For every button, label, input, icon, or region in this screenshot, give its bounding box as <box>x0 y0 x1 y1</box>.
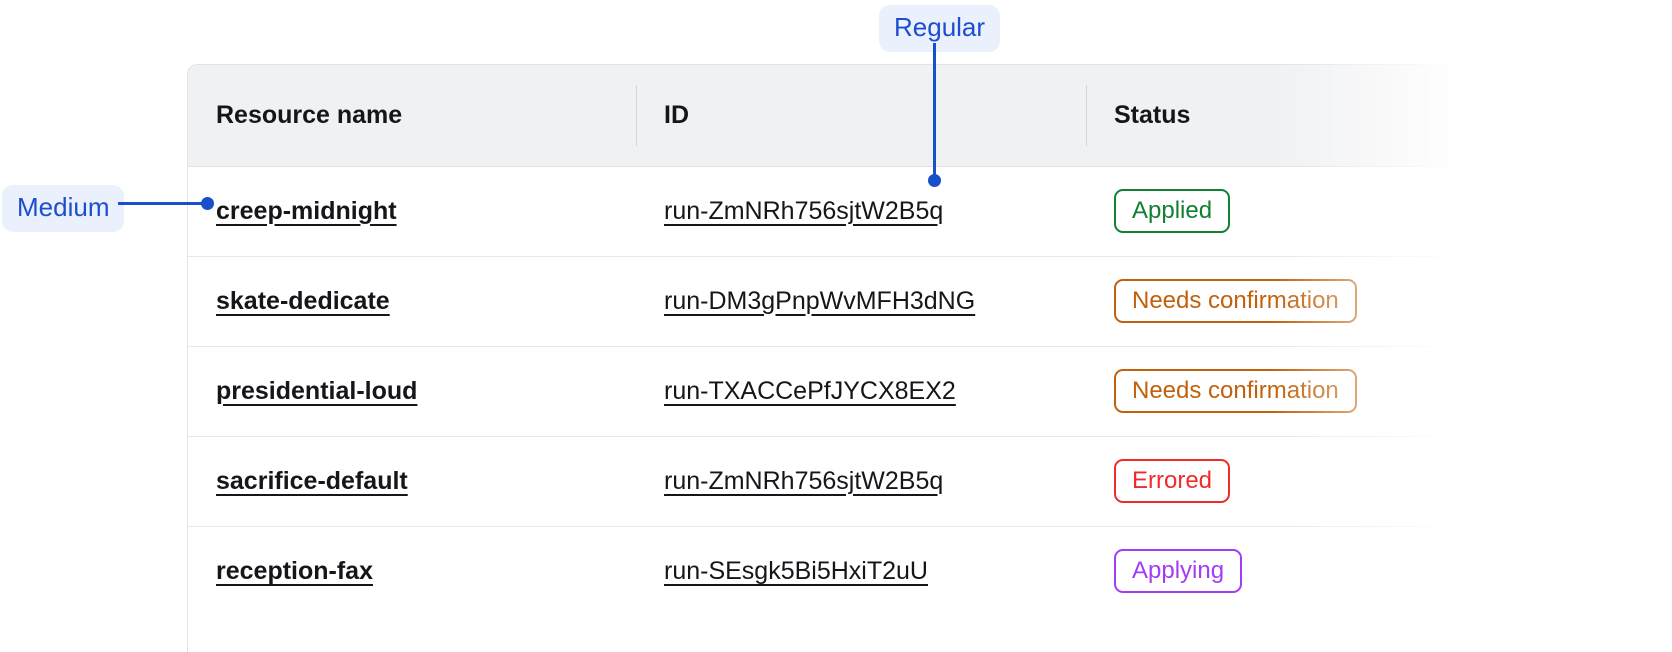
cell-id: run-ZmNRh756sjtW2B5q <box>636 166 1086 257</box>
table-row: creep-midnight run-ZmNRh756sjtW2B5q Applie… <box>188 166 1462 257</box>
annotation-leader-line-regular <box>933 43 936 181</box>
table-body: creep-midnight run-ZmNRh756sjtW2B5q Applie… <box>188 166 1462 616</box>
run-id-link[interactable]: run-TXACCePfJYCX8EX2 <box>664 376 956 405</box>
column-header-id[interactable]: ID <box>636 65 1086 167</box>
cell-status: Errored <box>1086 436 1462 527</box>
annotation-leader-dot-medium <box>201 197 214 210</box>
annotation-callout-regular: Regular <box>879 5 1001 52</box>
table-row: skate-dedicate run-DM3gPnpWvMFH3dNG Needs … <box>188 256 1462 347</box>
annotation-leader-dot-regular <box>928 174 941 187</box>
cell-id: run-ZmNRh756sjtW2B5q <box>636 436 1086 527</box>
cell-resource-name: reception-fax <box>188 526 636 616</box>
status-badge: Applied <box>1114 188 1231 234</box>
resource-name-link[interactable]: presidential-loud <box>216 376 418 405</box>
run-id-link[interactable]: run-ZmNRh756sjtW2B5q <box>664 196 944 225</box>
annotation-callout-medium: Medium <box>2 185 125 232</box>
resource-name-link[interactable]: creep-midnight <box>216 196 397 225</box>
column-header-resource-name[interactable]: Resource name <box>188 65 636 167</box>
status-badge: Errored <box>1114 458 1231 504</box>
resources-table-container: Resource name ID Status creep-midnight ru… <box>187 64 1462 652</box>
run-id-link[interactable]: run-SEsgk5Bi5HxiT2uU <box>664 556 928 585</box>
resource-name-link[interactable]: sacrifice-default <box>216 466 408 495</box>
table-row: presidential-loud run-TXACCePfJYCX8EX2 Nee… <box>188 346 1462 437</box>
cell-resource-name: sacrifice-default <box>188 436 636 527</box>
cell-status: Needs confirmation <box>1086 256 1462 347</box>
resource-name-link[interactable]: skate-dedicate <box>216 286 390 315</box>
run-id-link[interactable]: run-ZmNRh756sjtW2B5q <box>664 466 944 495</box>
status-badge: Applying <box>1114 549 1243 594</box>
annotation-leader-line-medium <box>118 202 208 205</box>
column-header-status[interactable]: Status <box>1086 65 1462 167</box>
cell-status: Applying <box>1086 526 1462 616</box>
table-row: sacrifice-default run-ZmNRh756sjtW2B5q Err… <box>188 436 1462 527</box>
status-badge: Needs confirmation <box>1114 368 1357 414</box>
cell-id: run-TXACCePfJYCX8EX2 <box>636 346 1086 437</box>
table-row: reception-fax run-SEsgk5Bi5HxiT2uU Applyin… <box>188 526 1462 616</box>
table-header-row: Resource name ID Status <box>188 65 1462 167</box>
cell-resource-name: creep-midnight <box>188 166 636 257</box>
cell-id: run-DM3gPnpWvMFH3dNG <box>636 256 1086 347</box>
status-badge: Needs confirmation <box>1114 278 1357 324</box>
cell-id: run-SEsgk5Bi5HxiT2uU <box>636 526 1086 616</box>
resources-table: Resource name ID Status creep-midnight ru… <box>188 65 1462 616</box>
cell-status: Applied <box>1086 166 1462 257</box>
run-id-link[interactable]: run-DM3gPnpWvMFH3dNG <box>664 286 976 315</box>
cell-resource-name: skate-dedicate <box>188 256 636 347</box>
resource-name-link[interactable]: reception-fax <box>216 556 373 585</box>
table-header: Resource name ID Status <box>188 65 1462 167</box>
cell-status: Needs confirmation <box>1086 346 1462 437</box>
cell-resource-name: presidential-loud <box>188 346 636 437</box>
